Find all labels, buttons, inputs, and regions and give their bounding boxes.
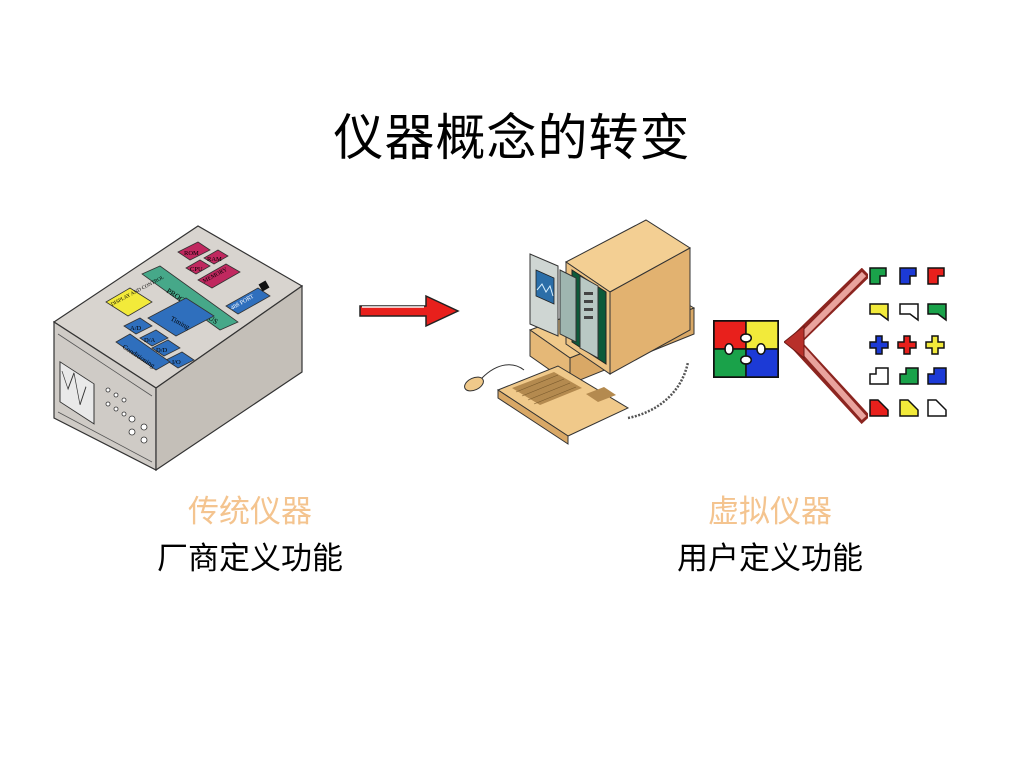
svg-text:D/A: D/A xyxy=(144,337,156,344)
cpu-block: CPU xyxy=(185,259,211,275)
svg-text:CPU: CPU xyxy=(190,266,203,273)
svg-text:A/D: A/D xyxy=(130,325,142,332)
rom-block: ROM xyxy=(177,241,211,261)
virtual-instrument-computer xyxy=(464,219,696,445)
488-port-block: 488 PORT xyxy=(225,280,271,315)
svg-text:ROM: ROM xyxy=(184,250,199,257)
puzzle-pieces-grid xyxy=(869,267,947,417)
da-block: D/A xyxy=(139,329,169,347)
dd-block: D/D xyxy=(151,339,181,357)
virtual-heading: 虚拟仪器 xyxy=(708,494,832,530)
io-block: I/O xyxy=(165,351,195,369)
traditional-instrument-caption: 传统仪器 厂商定义功能 xyxy=(140,492,360,580)
svg-text:D/D: D/D xyxy=(156,347,168,354)
virtual-instrument-caption: 虚拟仪器 用户定义功能 xyxy=(660,492,880,580)
transition-arrow xyxy=(359,294,460,328)
slide-title: 仪器概念的转变 xyxy=(333,109,691,167)
svg-text:RAM: RAM xyxy=(207,256,222,263)
traditional-instrument-illustration: PROCESSOR BUS ROM CPU RAM MEMORY DISPLAY… xyxy=(52,225,304,472)
ad-block: A/D xyxy=(123,317,153,335)
timing-block: Timing xyxy=(147,297,215,337)
svg-text:I/O: I/O xyxy=(172,359,181,366)
virtual-subtitle: 用户定义功能 xyxy=(677,541,863,577)
traditional-subtitle: 厂商定义功能 xyxy=(157,541,343,577)
traditional-heading: 传统仪器 xyxy=(188,494,312,530)
ram-block: RAM xyxy=(203,249,229,265)
chevron-bracket-arrow xyxy=(784,268,868,424)
puzzle-square-icon xyxy=(713,320,779,378)
